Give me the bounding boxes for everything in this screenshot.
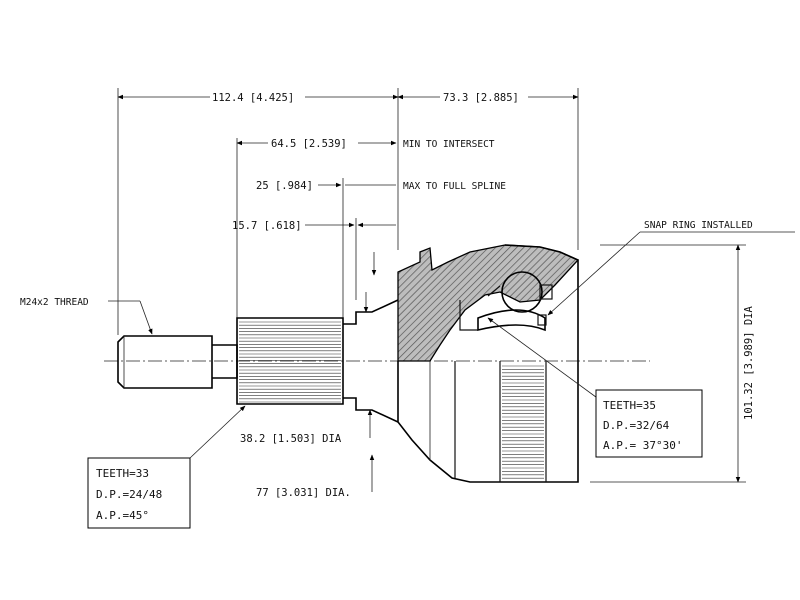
step-length-dim: 15.7 [.618] xyxy=(232,220,302,232)
inner-ap: A.P.= 37°30' xyxy=(603,439,682,452)
min-intersect-label: MIN TO INTERSECT xyxy=(403,139,495,150)
inner-teeth: TEETH=35 xyxy=(603,399,656,412)
outer-ap: A.P.=45° xyxy=(96,509,149,522)
outer-teeth: TEETH=33 xyxy=(96,467,149,480)
inner-spline-spec-box: TEETH=35 D.P.=32/64 A.P.= 37°30' xyxy=(595,389,703,458)
snap-ring-label: SNAP RING INSTALLED xyxy=(644,220,753,231)
outer-dp: D.P.=24/48 xyxy=(96,488,162,501)
leader-lines xyxy=(108,231,795,459)
outer-spline-spec-box: TEETH=33 D.P.=24/48 A.P.=45° xyxy=(87,457,191,529)
shaft-and-housing xyxy=(104,244,650,483)
thread-label: M24x2 THREAD xyxy=(20,297,89,308)
min-intersect-dim: 64.5 [2.539] xyxy=(271,138,347,150)
overall-length-dim: 112.4 [4.425] xyxy=(212,92,294,104)
inner-dp: D.P.=32/64 xyxy=(603,419,670,432)
flange-dia-dim: 77 [3.031] DIA. xyxy=(256,487,351,499)
neck-dia-dim: 38.2 [1.503] DIA xyxy=(240,433,342,445)
outer-spline-lines xyxy=(239,321,341,403)
dimension-lines xyxy=(117,88,746,492)
max-full-spline-label: MAX TO FULL SPLINE xyxy=(403,181,506,192)
housing-length-dim: 73.3 [2.885] xyxy=(443,92,519,104)
housing-dia-dim: 101.32 [3.989] DIA xyxy=(743,306,755,420)
max-full-spline-dim: 25 [.984] xyxy=(256,180,313,192)
